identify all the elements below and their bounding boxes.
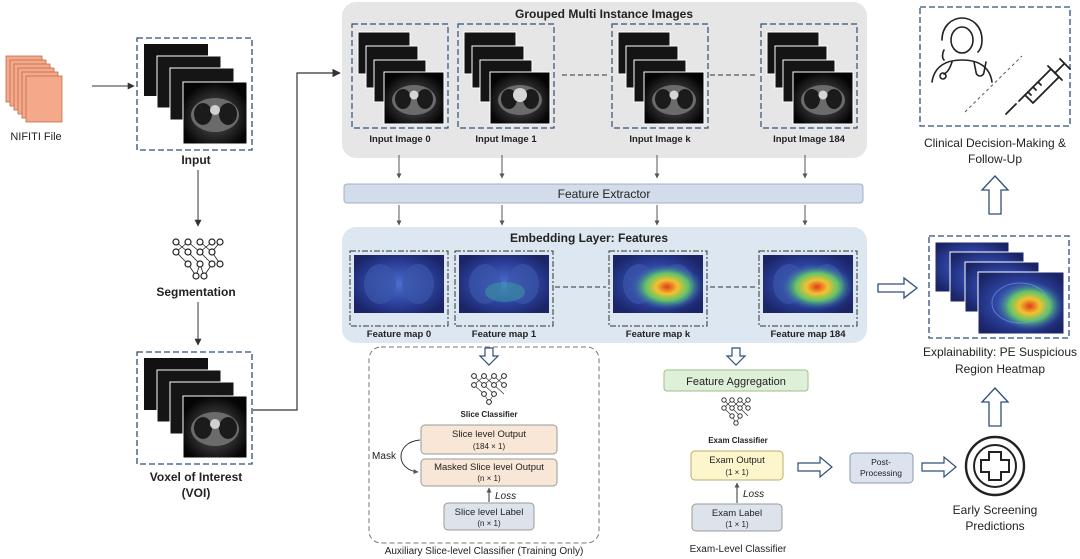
post-line2: Processing: [860, 468, 902, 478]
feature-map-frame: [608, 250, 708, 327]
slice-label-box: [443, 502, 535, 531]
clinical-divider: [964, 55, 1023, 113]
hollow-arrow-to-heatmap-up: [980, 387, 1010, 427]
input-image-label: Input Image k: [629, 134, 691, 145]
mask-label: Mask: [372, 451, 397, 462]
screening-line2: Predictions: [965, 519, 1024, 533]
input-image-frame: [351, 23, 449, 129]
grouped-images: Input Image 0 Input Image 1 Input Image k I…: [351, 23, 858, 145]
screening-line1: Early Screening: [953, 503, 1038, 517]
masked-line1: Masked Slice level Output: [434, 462, 544, 473]
aux-caption: Auxiliary Slice-level Classifier (Traini…: [385, 546, 584, 557]
masked-line2: (n × 1): [477, 474, 501, 483]
heatmap-line2: Region Heatmap: [955, 362, 1045, 376]
hollow-arrow-to-clinical: [980, 175, 1010, 215]
slice-network-icon: [471, 373, 507, 405]
medical-cross-icon: [964, 435, 1026, 497]
slice-output-line1: Slice level Output: [452, 429, 526, 440]
nifti-file-icon: [5, 55, 63, 123]
exam-output-box: [690, 450, 784, 481]
slice-label-line2: (n × 1): [477, 519, 501, 528]
arrows-to-embedding: [396, 205, 808, 226]
segmentation-label: Segmentation: [156, 285, 235, 299]
feature-maps: Feature map 0 Feature map 1 Feature map k F…: [349, 250, 858, 340]
clinical-line1: Clinical Decision-Making &: [924, 136, 1066, 150]
exam-label-line2: (1 × 1): [725, 520, 749, 529]
slice-label-line1: Slice level Label: [455, 507, 524, 518]
exam-label-box: [691, 503, 783, 532]
embedding-title: Embedding Layer: Features: [510, 231, 668, 245]
slice-loss-label: Loss: [495, 491, 516, 502]
input-image-group: Input Image 1: [457, 23, 555, 145]
hollow-arrow-to-screening: [921, 455, 957, 479]
exam-loss-label: Loss: [743, 489, 764, 500]
input-image-group: Input Image 184: [760, 23, 858, 145]
arrows-to-extractor: [396, 155, 808, 179]
input-image-group: Input Image k: [611, 23, 709, 145]
clinical-frame: [919, 6, 1071, 127]
feature-map-frame: [454, 250, 554, 327]
mask-arrow: [400, 439, 421, 475]
hollow-arrow-to-post: [797, 455, 833, 479]
voi-label-line1: Voxel of Interest: [150, 470, 242, 484]
feature-map-frame: [758, 250, 858, 327]
nifti-label: NIFITI File: [10, 131, 61, 143]
exam-label-line1: Exam Label: [712, 508, 762, 519]
voi-frame: [136, 351, 253, 465]
heatmap-stack: [934, 241, 1065, 335]
input-image-frame: [611, 23, 709, 129]
input-image-group: Input Image 0: [351, 23, 449, 145]
heatmap-frame: [928, 235, 1070, 339]
hollow-arrow-to-aux: [478, 347, 500, 366]
heatmap-line1: Explainability: PE Suspicious: [923, 345, 1077, 359]
voi-ct-stack: [144, 358, 248, 459]
feature-map-frame: [349, 250, 449, 327]
input-ct-stack: [144, 44, 248, 145]
feature-extractor-bar: [343, 183, 864, 204]
input-image-label: Input Image 184: [773, 134, 846, 145]
slice-output-box: [420, 424, 558, 455]
feature-map-group: Feature map 0: [349, 250, 449, 340]
feature-map-group: Feature map 184: [758, 250, 858, 340]
feature-extractor-label: Feature Extractor: [558, 187, 651, 201]
feature-aggregation-box: [663, 369, 809, 392]
slice-classifier-label: Slice Classifier: [461, 410, 518, 419]
feature-aggregation-label: Feature Aggregation: [686, 376, 786, 388]
clinical-line2: Follow-Up: [968, 152, 1022, 166]
arrow-voi-to-grouped: [253, 68, 341, 411]
exam-output-line1: Exam Output: [709, 455, 765, 466]
feature-map-group: Feature map 1: [454, 250, 554, 340]
post-line1: Post-: [871, 457, 891, 467]
grouped-title: Grouped Multi Instance Images: [515, 7, 693, 21]
feature-map-label: Feature map 0: [367, 329, 431, 340]
exam-classifier-label: Exam Classifier: [708, 436, 768, 445]
feature-map-label: Feature map 1: [472, 329, 537, 340]
syringe-icon: [1005, 58, 1071, 115]
hollow-arrow-to-heatmap: [877, 276, 919, 300]
post-processing-box: [849, 452, 914, 484]
input-image-label: Input Image 1: [475, 134, 537, 145]
feature-map-label: Feature map k: [626, 329, 691, 340]
masked-output-box: [420, 458, 558, 487]
neural-network-icon: [172, 238, 224, 280]
exam-output-line2: (1 × 1): [725, 468, 749, 477]
input-image-frame: [457, 23, 555, 129]
feature-map-group: Feature map k: [608, 250, 708, 340]
feature-map-label: Feature map 184: [771, 329, 847, 340]
doctor-icon: [931, 17, 993, 83]
input-label: Input: [181, 153, 210, 167]
input-frame: [136, 37, 253, 151]
input-image-frame: [760, 23, 858, 129]
exam-caption: Exam-Level Classifier: [690, 544, 787, 555]
hollow-arrow-to-aggregation: [725, 347, 747, 366]
input-image-label: Input Image 0: [369, 134, 430, 145]
exam-network-icon: [721, 397, 751, 426]
slice-output-line2: (184 × 1): [473, 442, 506, 451]
voi-label-line2: (VOI): [182, 486, 211, 500]
